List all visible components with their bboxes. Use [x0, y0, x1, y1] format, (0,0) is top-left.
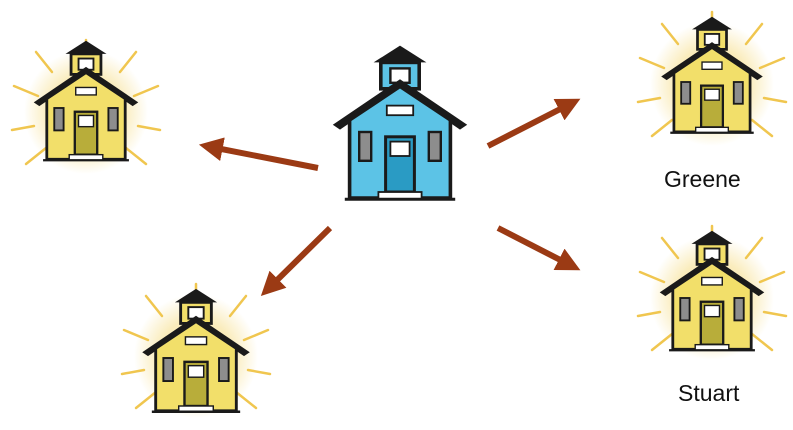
- satellite-school-greene: [638, 12, 786, 146]
- arrow-to-stuart-school: [498, 228, 574, 267]
- label-stuart: Stuart: [678, 380, 739, 407]
- label-greene: Greene: [664, 166, 741, 193]
- hub-school: [333, 46, 467, 200]
- arrow-to-bottom-left-school: [266, 228, 330, 291]
- arrow-to-greene-school: [488, 102, 574, 146]
- schoolhouse-icon: [34, 41, 139, 160]
- satellite-school-top-left: [12, 40, 160, 174]
- schoolhouse-icon: [333, 46, 467, 200]
- arrow-to-top-left-school: [206, 146, 318, 168]
- satellite-school-stuart: [638, 226, 786, 360]
- satellite-school-bottom-left: [122, 284, 270, 418]
